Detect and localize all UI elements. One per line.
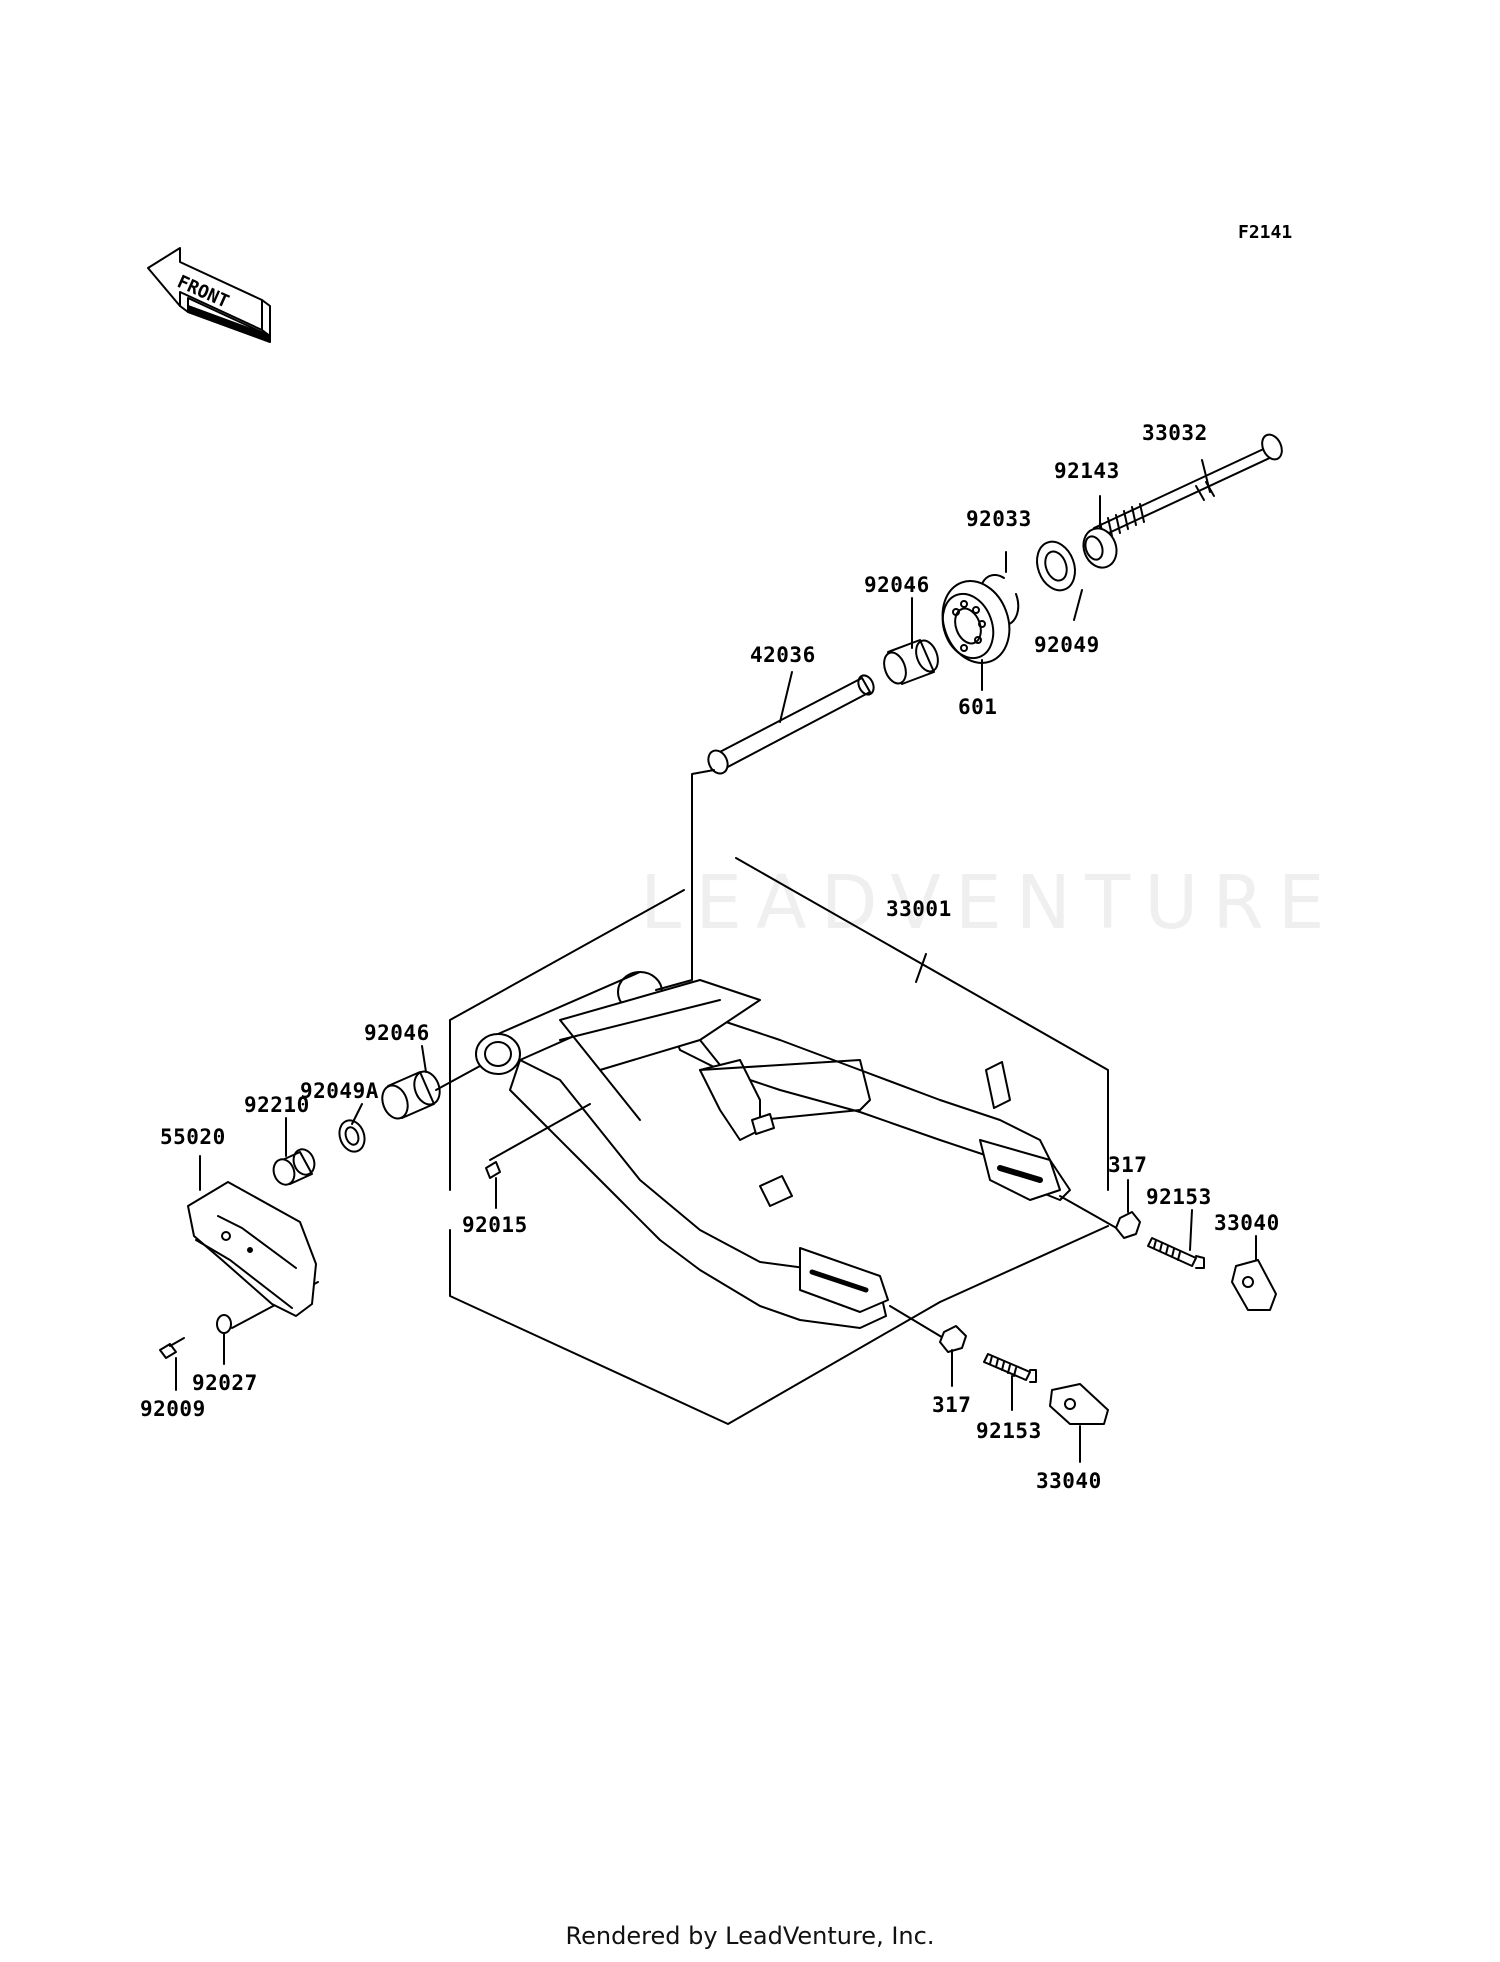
diagram-code: F2141 (1238, 222, 1292, 243)
part-label-33001: 33001 (886, 897, 952, 921)
sleeve-part (707, 674, 875, 775)
part-label-92153-bottom: 92153 (976, 1419, 1042, 1443)
bolt-right-part (1147, 1237, 1205, 1269)
part-label-33032: 33032 (1142, 421, 1208, 445)
part-label-92015: 92015 (462, 1213, 528, 1237)
pivot-shaft-part (1093, 433, 1283, 541)
front-arrow-icon (147, 247, 271, 343)
part-label-601: 601 (958, 695, 997, 719)
part-label-92210: 92210 (244, 1093, 310, 1117)
part-label-42036: 42036 (750, 643, 816, 667)
part-label-92033: 92033 (966, 507, 1032, 531)
bolt-bottom-part (983, 1353, 1037, 1383)
part-label-55020: 55020 (160, 1125, 226, 1149)
assembly-bracket-bottom (449, 1229, 941, 1425)
bearing-part (941, 580, 1011, 664)
needle-bearing-part (883, 639, 939, 685)
part-label-92153-right: 92153 (1146, 1185, 1212, 1209)
chain-guide-part (187, 1181, 317, 1317)
collar-part (1082, 527, 1118, 569)
nut-right-part (1115, 1211, 1141, 1239)
part-label-92027: 92027 (192, 1371, 258, 1395)
collar-left-part (272, 1148, 316, 1186)
assembly-bracket-left (449, 889, 685, 1191)
part-label-317-bottom: 317 (932, 1393, 971, 1417)
washer-part (216, 1314, 232, 1334)
grease-nipple-part (485, 1161, 501, 1179)
swingarm-part (475, 971, 1071, 1329)
assembly-bracket-top (735, 857, 1109, 1191)
footer-credit: Rendered by LeadVenture, Inc. (565, 1922, 935, 1950)
part-label-92049: 92049 (1034, 633, 1100, 657)
part-label-92046-left: 92046 (364, 1021, 430, 1045)
adjuster-bottom-part (1049, 1383, 1109, 1425)
part-label-92009: 92009 (140, 1397, 206, 1421)
part-label-92143: 92143 (1054, 459, 1120, 483)
watermark-text: LEADVENTURE (640, 860, 1339, 946)
part-label-317-right: 317 (1108, 1153, 1147, 1177)
part-label-92049A: 92049A (300, 1079, 379, 1103)
part-label-92046-top: 92046 (864, 573, 930, 597)
needle-bearing-left-part (381, 1070, 441, 1120)
part-label-33040-right: 33040 (1214, 1211, 1280, 1235)
adjuster-right-part (1231, 1259, 1277, 1311)
part-label-33040-bottom: 33040 (1036, 1469, 1102, 1493)
seal-left-part (338, 1119, 366, 1153)
seal-part (1036, 540, 1076, 592)
nut-bottom-part (939, 1325, 967, 1353)
screw-part (159, 1337, 185, 1359)
